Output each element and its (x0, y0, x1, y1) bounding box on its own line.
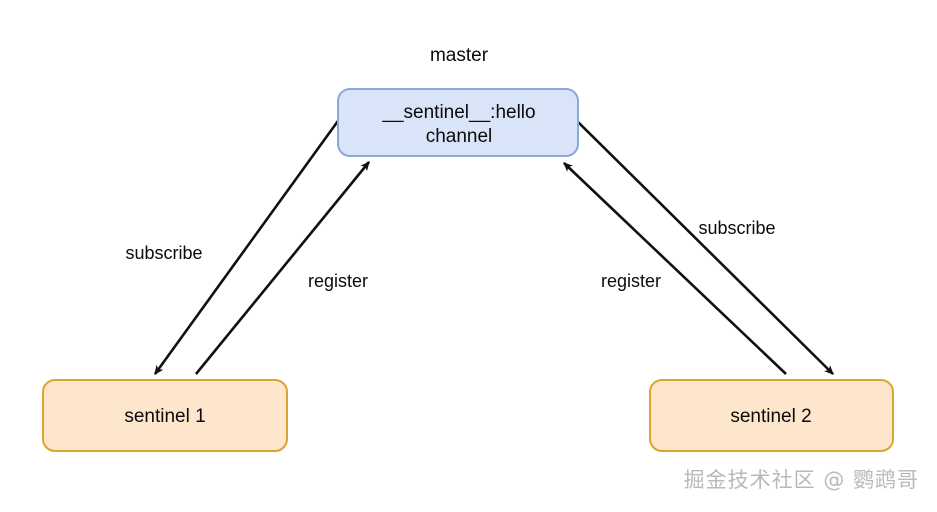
master-caption-label: master (430, 45, 489, 66)
edge-sentinel2-to-master-line (563, 162, 787, 375)
node-sentinel-1[interactable]: sentinel 1 (42, 379, 288, 452)
watermark-label: 掘金技术社区 @ 鹦鹉哥 (683, 468, 919, 492)
sentinel-2-label: sentinel 2 (730, 406, 811, 427)
edges-layer (153, 113, 834, 375)
master-channel-label-line2: channel (426, 126, 493, 147)
master-channel-box[interactable] (337, 88, 579, 157)
sentinel-2-box[interactable] (649, 379, 894, 452)
edge-sentinel1-to-master-line (194, 161, 371, 375)
sentinel-1-label: sentinel 1 (124, 406, 205, 427)
edge-labels-layer: subscribe register subscribe register (125, 218, 775, 291)
sentinel-1-box[interactable] (42, 379, 288, 452)
edge-master-to-sentinel2-line (577, 121, 834, 375)
node-sentinel-2[interactable]: sentinel 2 (649, 379, 894, 452)
edge-label-register-right: register (601, 271, 661, 291)
node-master-channel[interactable]: master __sentinel__:hello channel (337, 45, 579, 157)
master-channel-label-line1: __sentinel__:hello (381, 102, 535, 123)
edge-label-register-left: register (308, 271, 368, 291)
edge-label-subscribe-right: subscribe (698, 218, 775, 238)
edge-label-subscribe-left: subscribe (125, 243, 202, 263)
edge-master-to-sentinel1-line (153, 113, 345, 375)
